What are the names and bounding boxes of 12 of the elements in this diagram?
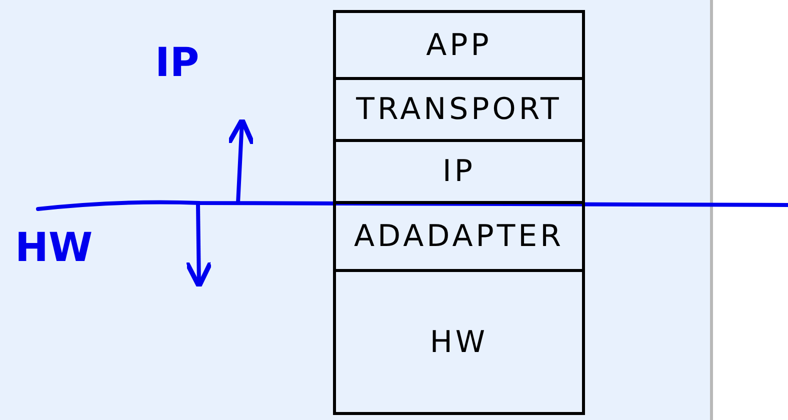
layer-box <box>333 80 585 142</box>
layer-box <box>333 204 585 272</box>
layer-label: HW <box>430 324 488 360</box>
layer-label: TRANSPORT <box>356 92 562 127</box>
layer-box <box>333 142 585 204</box>
layer-label: ADADAPTER <box>354 219 564 254</box>
layer-label: IP <box>155 40 200 86</box>
layer-label: HW <box>15 225 93 271</box>
layer-label: IP <box>442 154 476 189</box>
layer-box <box>333 10 585 80</box>
layer-label: APP <box>426 28 492 62</box>
layer-box <box>333 272 585 415</box>
